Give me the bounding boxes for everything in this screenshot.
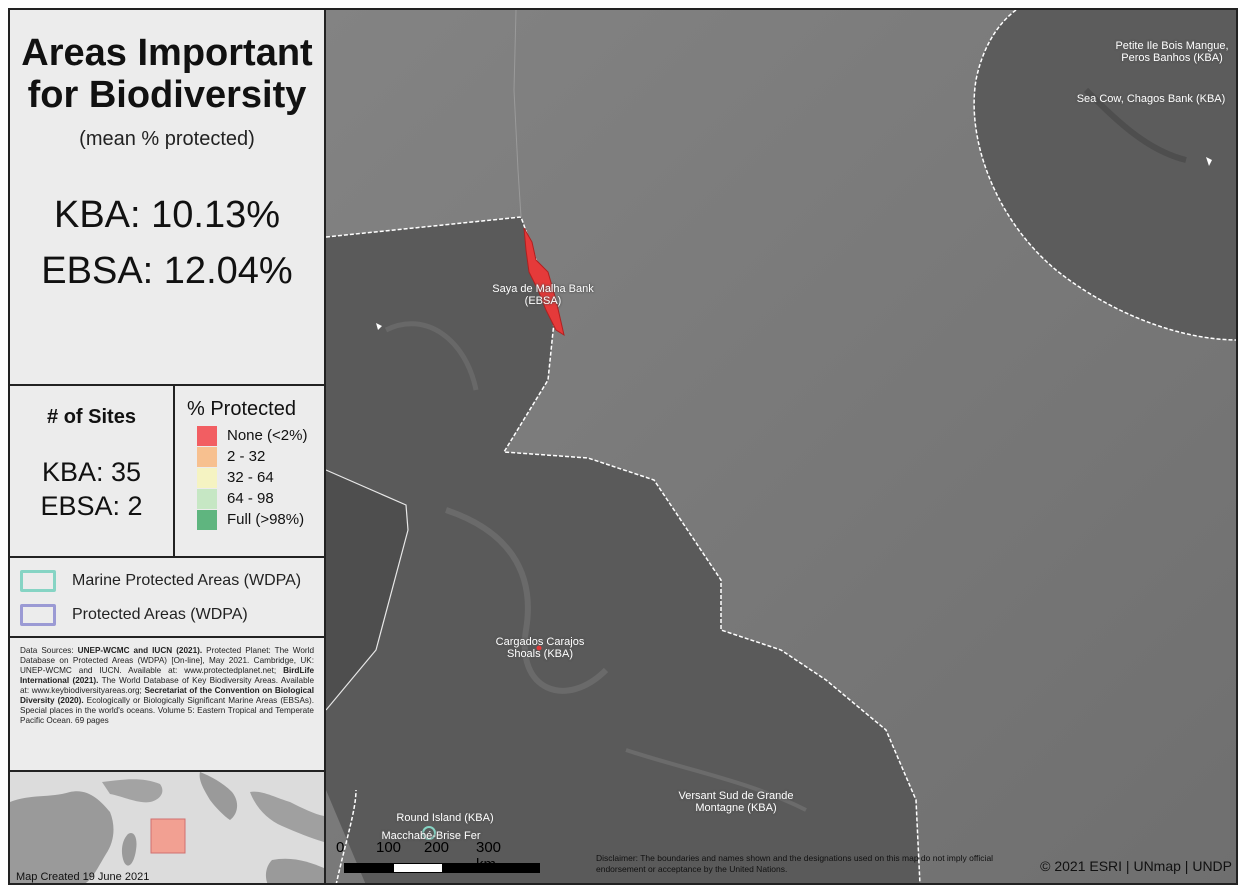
sites-title: # of Sites: [47, 406, 136, 428]
sources-bold: Secretariat of the Convention on Biologi…: [20, 686, 314, 705]
cargados-carajos-label: Cargados Carajos Shoals (KBA): [495, 636, 585, 660]
terrestrial-pa-swatch: [20, 604, 56, 626]
legend-label: 64 - 98: [227, 490, 274, 507]
legend-swatch: [197, 509, 217, 530]
scale-tick-label: 0: [336, 839, 345, 856]
map-graphic: [326, 10, 1236, 883]
scale-tick-label: 200: [424, 839, 450, 856]
sites-count: # of Sites KBA: 35 EBSA: 2: [10, 386, 175, 556]
legend-item: 2 - 32: [197, 446, 324, 467]
map-title: Areas Important for Biodiversity: [21, 32, 313, 116]
legend-swatch: [197, 446, 217, 467]
ebsa-sites-count: EBSA: 2: [40, 491, 143, 521]
ebsa-protected-stat: EBSA: 12.04%: [41, 250, 293, 292]
sources-text: Protected Planet: The World Database on …: [20, 646, 315, 675]
info-panel: Areas Important for Biodiversity (mean %…: [10, 10, 326, 883]
map-subtitle: (mean % protected): [79, 128, 255, 150]
title-section: Areas Important for Biodiversity (mean %…: [10, 10, 324, 386]
legend-label: Full (>98%): [227, 511, 305, 528]
map-layout: Areas Important for Biodiversity (mean %…: [8, 8, 1238, 885]
legend-item: 32 - 64: [197, 467, 324, 488]
data-sources: Data Sources: UNEP-WCMC and IUCN (2021).…: [10, 638, 324, 772]
map-created-date: Map Created 19 June 2021: [16, 871, 150, 883]
legend-swatch: [197, 488, 217, 509]
legend-item: 64 - 98: [197, 488, 324, 509]
inset-map-graphic: [10, 772, 324, 883]
legend-item: None (<2%): [197, 425, 324, 446]
sources-bold: UNEP-WCMC and IUCN (2021).: [77, 646, 203, 655]
macchabe-label: Macchabé-Brise Fer: [381, 830, 481, 842]
marine-pa-swatch: [20, 570, 56, 592]
legend-title: % Protected: [187, 398, 296, 420]
protection-legend: % Protected None (<2%) 2 - 32 32 - 64 64…: [175, 386, 324, 556]
scale-tick-label: 100: [376, 839, 402, 856]
saya-de-malha-label: Saya de Malha Bank (EBSA): [492, 283, 594, 307]
sources-text: Data Sources:: [20, 646, 78, 655]
sea-cow-label: Sea Cow, Chagos Bank (KBA): [1076, 93, 1226, 105]
disclaimer-text: Disclaimer: The boundaries and names sho…: [596, 853, 994, 874]
map-credit: © 2021 ESRI | UNmap | UNDP: [1040, 858, 1232, 874]
scale-bar-graphic: [344, 863, 540, 873]
marine-pa-legend-item: Marine Protected Areas (WDPA): [20, 564, 324, 598]
legend-label: None (<2%): [227, 427, 308, 444]
legend-label: 2 - 32: [227, 448, 266, 465]
kba-sites-count: KBA: 35: [41, 457, 142, 487]
legend-swatch: [197, 425, 217, 446]
legend-swatch: [197, 467, 217, 488]
sources-text: Ecologically or Biologically Significant…: [20, 696, 314, 725]
kba-protected-stat: KBA: 10.13%: [53, 194, 281, 236]
protected-areas-legend: Marine Protected Areas (WDPA) Protected …: [10, 558, 324, 638]
versant-sud-label: Versant Sud de Grande Montagne (KBA): [678, 790, 794, 814]
sources-bold: BirdLife International (2021).: [20, 666, 314, 685]
sources-text: The World Database of Key Biodiversity A…: [20, 676, 314, 695]
terrestrial-pa-legend-item: Protected Areas (WDPA): [20, 598, 324, 632]
locator-inset-map: Map Created 19 June 2021: [10, 772, 324, 883]
legend-label: 32 - 64: [227, 469, 274, 486]
legend-item: Full (>98%): [197, 509, 324, 530]
sites-legend-section: # of Sites KBA: 35 EBSA: 2 % Protected N…: [10, 386, 324, 558]
round-island-label: Round Island (KBA): [396, 812, 494, 824]
terrestrial-pa-label: Protected Areas (WDPA): [72, 606, 248, 623]
main-map[interactable]: Petite Ile Bois Mangue, Peros Banhos (KB…: [326, 10, 1236, 883]
petite-ile-label: Petite Ile Bois Mangue, Peros Banhos (KB…: [1115, 40, 1229, 64]
marine-pa-label: Marine Protected Areas (WDPA): [72, 572, 302, 589]
